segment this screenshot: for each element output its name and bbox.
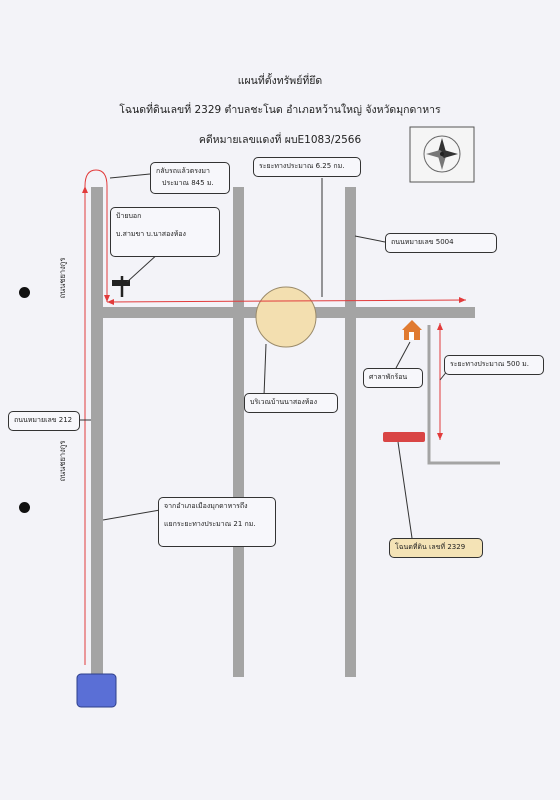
- distance-500-callout: ระยะทางประมาณ 500 ม.: [444, 355, 544, 375]
- compass-rose-icon: [409, 126, 475, 183]
- road-name-lower: ถนนชยางกูร: [58, 440, 67, 482]
- return-note-line1: กลับรถแล้วตรงมา: [156, 167, 210, 175]
- signpost-callout: ป้ายบอก บ.สามขา บ.นาสองห้อง: [110, 207, 220, 257]
- signpost-icon: [112, 276, 130, 297]
- plot-callout: โฉนดที่ดิน เลขที่ 2329: [389, 538, 483, 558]
- distance-6-25-label: ระยะทางประมาณ 6.25 กม.: [259, 162, 345, 170]
- road-212-callout: ถนนหมายเลข 212: [8, 411, 80, 431]
- road-name-upper: ถนนชยางกูร: [58, 257, 67, 299]
- village-area-label: บริเวณบ้านนาสองห้อง: [250, 398, 318, 406]
- sala-callout: ศาลาพักร้อน: [363, 368, 423, 388]
- from-city-line2: แยกระยะทางประมาณ 21 กม.: [164, 519, 256, 528]
- distance-6-25-callout: ระยะทางประมาณ 6.25 กม.: [253, 157, 361, 177]
- road-212: [91, 187, 103, 683]
- binder-hole-bottom: [19, 502, 30, 513]
- side-lane: [427, 325, 500, 465]
- route-horizontal: [106, 299, 467, 303]
- route-u-turn: [84, 169, 108, 187]
- village-area-callout: บริเวณบ้านนาสองห้อง: [244, 393, 338, 413]
- plot-label: โฉนดที่ดิน เลขที่ 2329: [395, 543, 466, 551]
- road-212-label: ถนนหมายเลข 212: [14, 416, 73, 424]
- distance-500-label: ระยะทางประมาณ 500 ม.: [450, 360, 529, 368]
- signpost-label: ป้ายบอก: [116, 212, 142, 220]
- village-circle: [255, 286, 317, 348]
- return-note-line2: ประมาณ 845 ม.: [162, 178, 214, 187]
- deed-subtitle: โฉนดที่ดินเลขที่ 2329 ตำบลชะโนด อำเภอหว้…: [119, 104, 441, 116]
- house-icon: [402, 320, 422, 340]
- road-5004-label: ถนนหมายเลข 5004: [391, 238, 454, 246]
- map-title: แผนที่ตั้งทรัพย์ที่ยึด: [237, 75, 323, 87]
- start-marker: [76, 673, 117, 708]
- road-5004-callout: ถนนหมายเลข 5004: [385, 233, 497, 253]
- road-middle: [233, 187, 244, 677]
- sala-label: ศาลาพักร้อน: [369, 373, 408, 381]
- road-5004: [345, 187, 356, 677]
- binder-hole-top: [19, 287, 30, 298]
- plot-marker: [383, 432, 425, 442]
- signpost-villages: บ.สามขา บ.นาสองห้อง: [116, 229, 186, 238]
- return-note-callout: กลับรถแล้วตรงมา ประมาณ 845 ม.: [150, 162, 230, 194]
- case-number: คดีหมายเลขแดงที่ ผบE1083/2566: [198, 134, 362, 146]
- from-city-line1: จากอำเภอเมืองมุกดาหารถึง: [164, 502, 248, 510]
- from-city-callout: จากอำเภอเมืองมุกดาหารถึง แยกระยะทางประมา…: [158, 497, 276, 547]
